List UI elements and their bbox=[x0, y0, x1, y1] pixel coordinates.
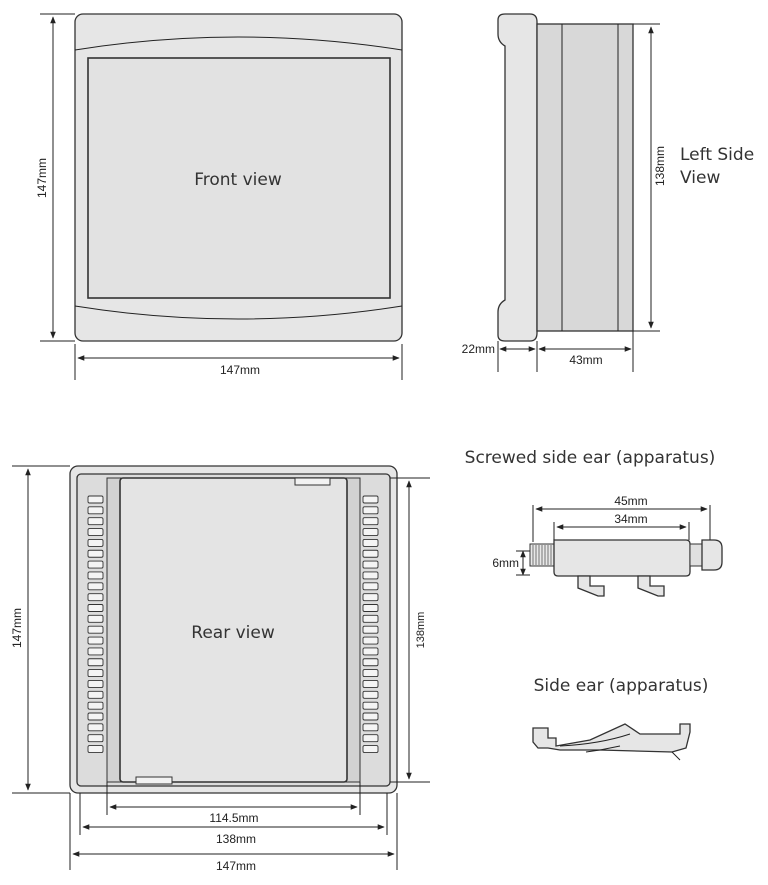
ear-hook-right bbox=[637, 575, 665, 597]
side-housing bbox=[536, 23, 634, 332]
rear-width-dim-2: 138mm bbox=[216, 832, 256, 846]
left-terminal bbox=[87, 745, 104, 753]
side-ear-title: Side ear (apparatus) bbox=[534, 676, 709, 696]
rear-panel bbox=[119, 477, 348, 783]
side-ear-detail-2 bbox=[585, 745, 621, 753]
front-view-label: Front view bbox=[194, 170, 282, 190]
rear-width-dim-3: 147mm bbox=[216, 859, 256, 873]
right-terminal bbox=[362, 528, 379, 536]
front-top-bezel-curve bbox=[74, 36, 403, 51]
right-terminal bbox=[362, 560, 379, 569]
right-terminal bbox=[362, 723, 379, 732]
side-ear: Side ear (apparatus) bbox=[532, 676, 709, 761]
side-view: 138mm Left Side View 22mm 43mm bbox=[462, 13, 754, 372]
left-terminal bbox=[87, 723, 104, 732]
right-terminal bbox=[362, 582, 379, 591]
right-terminal bbox=[362, 658, 379, 667]
left-terminal bbox=[87, 614, 104, 623]
ear-hook-left bbox=[577, 575, 605, 597]
front-display-window bbox=[87, 57, 391, 299]
screw-head bbox=[701, 539, 723, 571]
left-terminal bbox=[87, 625, 104, 634]
left-terminal bbox=[87, 571, 104, 580]
rear-bottom-tab bbox=[135, 776, 173, 785]
side-view-label-line1: Left Side bbox=[680, 145, 754, 165]
ear-body-dim: 34mm bbox=[614, 512, 647, 526]
right-terminal bbox=[362, 680, 379, 688]
right-terminal bbox=[362, 614, 379, 623]
left-terminal bbox=[87, 669, 104, 678]
left-terminal bbox=[87, 604, 104, 612]
left-terminal bbox=[87, 593, 104, 602]
left-terminal bbox=[87, 582, 104, 591]
left-terminal bbox=[87, 560, 104, 569]
left-terminal bbox=[87, 636, 104, 645]
rear-inner-height-dim: 138mm bbox=[415, 612, 427, 649]
left-terminal bbox=[87, 549, 104, 558]
right-terminal bbox=[362, 604, 379, 612]
right-terminal bbox=[362, 745, 379, 753]
left-terminal bbox=[87, 538, 104, 547]
right-terminal bbox=[362, 625, 379, 634]
right-terminal bbox=[362, 734, 379, 743]
right-terminal bbox=[362, 690, 379, 699]
side-ear-detail-1 bbox=[559, 733, 631, 747]
right-terminal bbox=[362, 712, 379, 721]
left-terminal bbox=[87, 506, 104, 515]
right-terminal bbox=[362, 593, 379, 602]
side-depth-dim: 43mm bbox=[569, 353, 602, 367]
left-terminal bbox=[87, 528, 104, 536]
right-terminal bbox=[362, 669, 379, 678]
side-bezel bbox=[497, 13, 538, 342]
front-height-dim: 147mm bbox=[35, 158, 49, 198]
left-terminal bbox=[87, 517, 104, 526]
rear-view-label: Rear view bbox=[191, 623, 275, 643]
right-terminal bbox=[362, 549, 379, 558]
rear-width-dim-1: 114.5mm bbox=[209, 811, 258, 825]
rear-view: Rear view 147mm 138mm 114.5mm 138mm 147m… bbox=[10, 465, 430, 873]
screwed-ear-title: Screwed side ear (apparatus) bbox=[465, 448, 716, 468]
left-terminal bbox=[87, 734, 104, 743]
side-view-label-line2: View bbox=[680, 168, 720, 188]
rear-top-tab bbox=[294, 477, 331, 486]
screw-thread-lines bbox=[532, 545, 552, 565]
terminal-strip-right bbox=[362, 495, 379, 753]
ear-height-dim: 6mm bbox=[492, 556, 519, 570]
left-terminal bbox=[87, 495, 104, 504]
screw-nut bbox=[689, 543, 703, 567]
front-view: Front view 147mm 147mm bbox=[35, 13, 403, 380]
right-terminal bbox=[362, 495, 379, 504]
ear-total-dim: 45mm bbox=[614, 494, 647, 508]
right-terminal bbox=[362, 636, 379, 645]
left-terminal bbox=[87, 680, 104, 688]
left-terminal bbox=[87, 690, 104, 699]
right-terminal bbox=[362, 538, 379, 547]
left-terminal bbox=[87, 712, 104, 721]
screwed-ear: Screwed side ear (apparatus) 45mm 34mm 6… bbox=[465, 448, 723, 597]
right-terminal bbox=[362, 517, 379, 526]
side-bezel-dim: 22mm bbox=[462, 342, 495, 356]
right-terminal bbox=[362, 571, 379, 580]
right-terminal bbox=[362, 506, 379, 515]
terminal-strip-left bbox=[87, 495, 104, 753]
rear-outer-height-dim: 147mm bbox=[10, 608, 24, 648]
right-terminal bbox=[362, 647, 379, 656]
left-terminal bbox=[87, 658, 104, 667]
right-terminal bbox=[362, 701, 379, 710]
side-height-dim: 138mm bbox=[653, 146, 667, 186]
ear-body bbox=[553, 539, 691, 577]
left-terminal bbox=[87, 701, 104, 710]
left-terminal bbox=[87, 647, 104, 656]
side-ear-detail-3 bbox=[671, 751, 681, 761]
front-width-dim: 147mm bbox=[220, 363, 260, 377]
front-bottom-bezel-curve bbox=[74, 305, 403, 320]
